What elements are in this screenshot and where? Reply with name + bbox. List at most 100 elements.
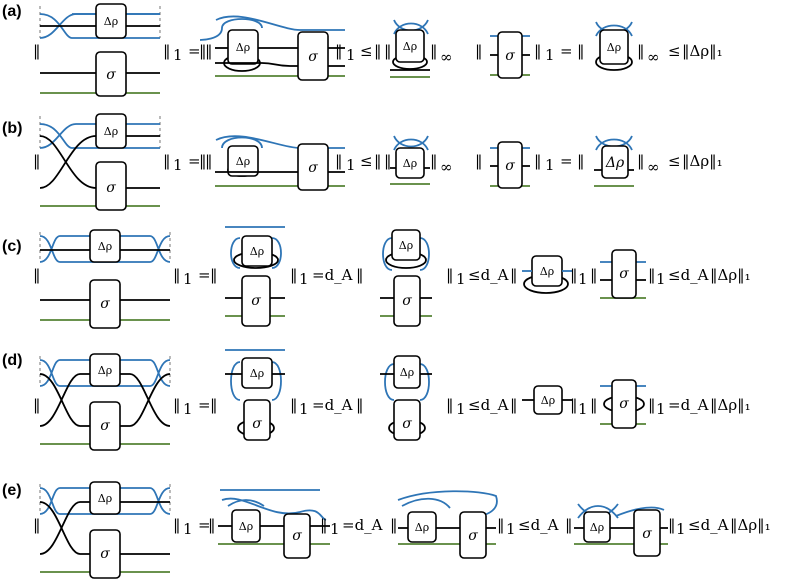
svg-text:Δρ: Δρ xyxy=(98,492,112,505)
final-d: ‖Δρ‖₁ xyxy=(710,396,751,414)
diagram-a-2: Δρ σ ‖ ‖ xyxy=(199,15,345,81)
svg-text:‖: ‖ xyxy=(497,516,505,534)
svg-text:‖: ‖ xyxy=(210,266,218,284)
op-e-4: ≤d_A xyxy=(688,516,729,534)
svg-text:Δρ: Δρ xyxy=(98,240,112,253)
svg-text:‖: ‖ xyxy=(570,266,578,284)
diagram-c-3: Δρ σ xyxy=(380,229,432,327)
svg-text:Δρ: Δρ xyxy=(104,15,118,28)
svg-text:Δρ: Δρ xyxy=(541,394,555,407)
svg-text:‖: ‖ xyxy=(173,516,181,534)
svg-text:‖: ‖ xyxy=(290,266,298,284)
svg-text:‖: ‖ xyxy=(446,396,454,414)
svg-text:‖: ‖ xyxy=(668,516,676,534)
svg-text:σ: σ xyxy=(100,296,110,312)
svg-text:σ: σ xyxy=(251,293,261,309)
svg-text:‖: ‖ xyxy=(577,152,585,170)
sub-d-3: 1 xyxy=(456,400,466,418)
svg-text:‖: ‖ xyxy=(205,42,213,60)
svg-text:‖: ‖ xyxy=(210,396,218,414)
sub-b-1: 1 xyxy=(173,156,183,174)
panel-a: (a) Δρ σ ‖ ‖ 1 = ‖ Δρ xyxy=(2,3,723,97)
svg-text:‖: ‖ xyxy=(208,516,216,534)
final-c: ‖Δρ‖₁ xyxy=(710,266,751,284)
op-d-2: =d_A xyxy=(312,396,353,414)
svg-text:‖: ‖ xyxy=(33,396,41,414)
diagram-b-1: Δρ σ ‖ ‖ xyxy=(33,113,171,211)
op-c-2: =d_A xyxy=(312,266,353,284)
diagram-d-2: Δρ σ ‖ xyxy=(225,349,298,441)
svg-text:‖: ‖ xyxy=(356,266,364,284)
sub-d-4: 1 xyxy=(578,400,588,418)
sub-a-5: ∞ xyxy=(647,48,660,66)
diagram-b-4: σ ‖ xyxy=(490,141,542,189)
diagram-c-4: Δρ xyxy=(522,255,572,294)
svg-text:σ: σ xyxy=(402,416,412,432)
diagram-d-3: Δρ σ xyxy=(380,355,432,441)
svg-text:Δρ: Δρ xyxy=(400,366,414,379)
sub-a-4: 1 xyxy=(545,46,555,64)
svg-text:σ: σ xyxy=(106,67,116,83)
panel-d: (d) Δρ σ ‖ ‖ 1 = ‖ Δρ σ xyxy=(2,349,751,451)
svg-text:Δρ: Δρ xyxy=(250,367,264,380)
svg-text:‖: ‖ xyxy=(384,152,392,170)
svg-text:‖: ‖ xyxy=(534,42,542,60)
op-b-5: ≤ xyxy=(668,152,681,170)
diagram-e-3: Δρ σ xyxy=(397,490,498,559)
diagram-c-2: Δρ σ ‖ xyxy=(225,226,298,327)
svg-text:‖: ‖ xyxy=(205,152,213,170)
op-a-5: ≤ xyxy=(668,42,681,60)
sub-c-5: 1 xyxy=(656,270,666,288)
final-b: ‖Δρ‖₁ xyxy=(682,152,723,170)
op-b-1: = xyxy=(188,152,201,170)
sub-a-1: 1 xyxy=(173,46,183,64)
svg-text:Δρ: Δρ xyxy=(250,245,264,258)
diagram-a-4: σ ‖ xyxy=(490,31,542,79)
sub-b-2: 1 xyxy=(346,156,356,174)
op-a-2: ≤ xyxy=(360,42,373,60)
op-a-1: = xyxy=(188,42,201,60)
svg-text:‖: ‖ xyxy=(637,42,645,60)
svg-text:‖: ‖ xyxy=(374,152,382,170)
svg-text:σ: σ xyxy=(468,528,478,544)
diagram-d-4: Δρ xyxy=(522,385,572,415)
op-e-2: =d_A xyxy=(342,516,383,534)
op-d-1: = xyxy=(198,396,211,414)
svg-text:‖: ‖ xyxy=(390,516,398,534)
svg-text:‖: ‖ xyxy=(577,42,585,60)
svg-text:‖: ‖ xyxy=(565,516,573,534)
svg-text:‖: ‖ xyxy=(590,396,598,414)
sub-b-3: ∞ xyxy=(440,158,453,176)
svg-text:‖: ‖ xyxy=(356,396,364,414)
svg-text:Δρ: Δρ xyxy=(98,364,112,377)
svg-text:Δρ: Δρ xyxy=(607,41,621,54)
svg-text:‖: ‖ xyxy=(446,266,454,284)
panel-c: (c) Δρ σ ‖ ‖ 1 = ‖ Δρ xyxy=(2,226,751,329)
diagram-a-1: Δρ σ ‖ ‖ xyxy=(33,3,171,97)
svg-text:‖: ‖ xyxy=(637,152,645,170)
svg-text:‖: ‖ xyxy=(173,266,181,284)
svg-text:‖: ‖ xyxy=(510,396,518,414)
op-b-2: ≤ xyxy=(360,152,373,170)
svg-text:σ: σ xyxy=(100,418,110,434)
sub-d-1: 1 xyxy=(183,400,193,418)
sub-c-2: 1 xyxy=(299,270,309,288)
svg-text:σ: σ xyxy=(642,526,652,542)
svg-text:σ: σ xyxy=(308,49,318,65)
svg-text:Δρ: Δρ xyxy=(236,41,250,54)
svg-text:‖: ‖ xyxy=(163,152,171,170)
diagram-e-1: Δρ σ ‖ ‖ xyxy=(33,481,181,579)
svg-text:‖: ‖ xyxy=(335,42,343,60)
sub-e-4: 1 xyxy=(676,520,686,538)
sub-c-1: 1 xyxy=(183,270,193,288)
svg-text:‖: ‖ xyxy=(590,266,598,284)
svg-text:‖: ‖ xyxy=(570,396,578,414)
sub-d-2: 1 xyxy=(299,400,309,418)
panel-e: (e) Δρ σ ‖ ‖ 1 = ‖ Δρ σ xyxy=(2,481,771,579)
op-c-4: ≤d_A xyxy=(668,266,709,284)
diagram-d-5: σ xyxy=(600,379,646,429)
sub-a-2: 1 xyxy=(346,46,356,64)
svg-text:σ: σ xyxy=(252,416,262,432)
sigma-tensor xyxy=(95,51,127,97)
